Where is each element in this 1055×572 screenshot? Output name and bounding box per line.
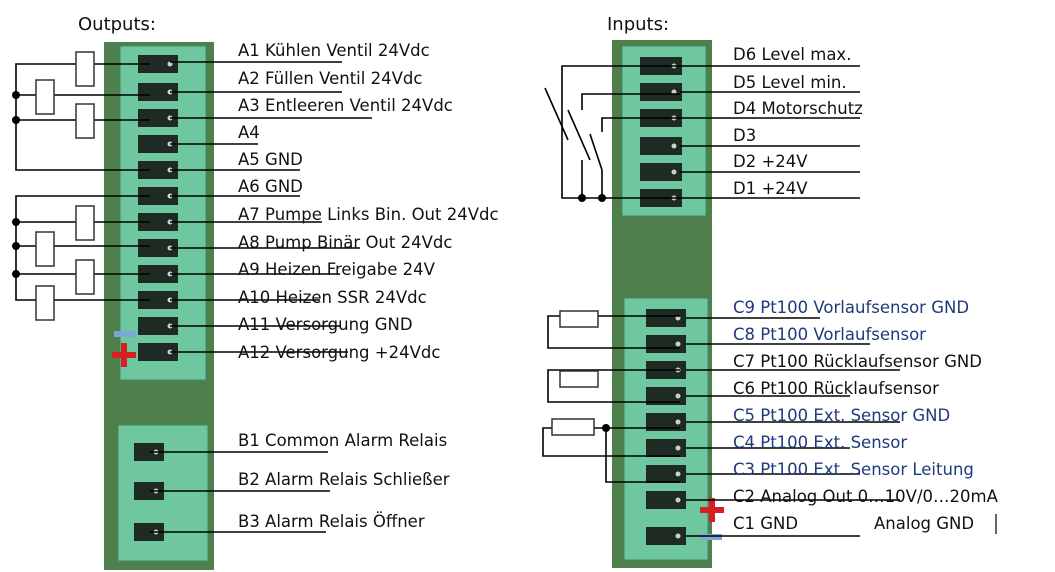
output-label-a4: A4 bbox=[238, 123, 260, 142]
terminal-a-slot-1 bbox=[138, 83, 178, 101]
output-label-a6: A6 GND bbox=[238, 177, 303, 196]
input-label-d5: D5 Level min. bbox=[733, 73, 847, 92]
terminal-a-slot-9 bbox=[138, 291, 178, 309]
minus-marker-analog bbox=[700, 534, 722, 540]
terminal-d-slot-4 bbox=[640, 163, 682, 181]
input-label-c1: C1 GND bbox=[733, 514, 798, 533]
terminal-d-slot-3 bbox=[640, 137, 682, 155]
input-label-c7: C7 Pt100 Rücklaufsensor GND bbox=[733, 352, 982, 371]
coil-a3 bbox=[75, 103, 95, 139]
inputs-wiring bbox=[542, 65, 680, 483]
terminal-a-slot-10 bbox=[138, 317, 178, 335]
terminal-a-slot-2 bbox=[138, 109, 178, 127]
input-label-c8: C8 Pt100 Vorlaufsensor bbox=[733, 325, 926, 344]
terminal-b-slot-2 bbox=[134, 523, 164, 541]
outputs-leader-lines bbox=[150, 61, 372, 533]
terminal-a-slot-11 bbox=[138, 343, 178, 361]
plus-marker-analog bbox=[700, 498, 724, 522]
terminal-c-slot-8 bbox=[646, 527, 686, 545]
outputs-title: Outputs: bbox=[78, 14, 156, 35]
analog-gnd-note: Analog GND bbox=[874, 514, 974, 533]
input-label-d1: D1 +24V bbox=[733, 179, 808, 198]
terminal-c-slot-6 bbox=[646, 465, 686, 483]
terminal-c-slot-5 bbox=[646, 439, 686, 457]
input-label-c3: C3 Pt100 Ext. Sensor Leitung bbox=[733, 460, 974, 479]
relay-label-b2: B2 Alarm Relais Schließer bbox=[238, 470, 450, 489]
pt100-ext bbox=[551, 418, 595, 436]
output-label-a12: A12 Versorgung +24Vdc bbox=[238, 343, 440, 362]
inputs-title: Inputs: bbox=[607, 14, 669, 35]
output-label-a5: A5 GND bbox=[238, 150, 303, 169]
terminal-b-slot-1 bbox=[134, 482, 164, 500]
output-label-a2: A2 Füllen Ventil 24Vdc bbox=[238, 69, 422, 88]
output-label-a11: A11 Versorgung GND bbox=[238, 315, 413, 334]
input-label-c6: C6 Pt100 Rücklaufsensor bbox=[733, 379, 939, 398]
relay-label-b1: B1 Common Alarm Relais bbox=[238, 431, 447, 450]
input-label-c5: C5 Pt100 Ext. Sensor GND bbox=[733, 406, 950, 425]
pt100-vorlauf bbox=[559, 310, 599, 328]
input-label-d3: D3 bbox=[733, 126, 756, 145]
terminal-a-slot-8 bbox=[138, 265, 178, 283]
input-label-d2: D2 +24V bbox=[733, 152, 808, 171]
terminal-a-slot-0 bbox=[138, 55, 178, 73]
relay-labels: B1 Common Alarm Relais B2 Alarm Relais S… bbox=[238, 431, 450, 531]
input-label-c2: C2 Analog Out 0…10V/0…20mA bbox=[733, 487, 999, 506]
coil-a2 bbox=[35, 79, 55, 115]
terminal-c-slot-3 bbox=[646, 387, 686, 405]
inputs-board bbox=[612, 40, 724, 568]
coil-a7 bbox=[75, 205, 95, 241]
terminal-d-slot-1 bbox=[640, 83, 682, 101]
digital-input-labels: D6 Level max. D5 Level min. D4 Motorschu… bbox=[733, 45, 863, 198]
plus-marker bbox=[112, 343, 136, 367]
terminal-c-slot-7 bbox=[646, 491, 686, 509]
terminal-b-slot-0 bbox=[134, 443, 164, 461]
terminal-c-slot-0 bbox=[646, 309, 686, 327]
output-label-a9: A9 Heizen Freigabe 24V bbox=[238, 260, 436, 279]
terminal-a-slot-4 bbox=[138, 161, 178, 179]
output-label-a1: A1 Kühlen Ventil 24Vdc bbox=[238, 41, 430, 60]
coil-a1 bbox=[75, 51, 95, 87]
output-label-a8: A8 Pump Binär Out 24Vdc bbox=[238, 233, 452, 252]
terminal-a-slot-5 bbox=[138, 187, 178, 205]
input-label-c4: C4 Pt100 Ext. Sensor bbox=[733, 433, 907, 452]
minus-marker bbox=[114, 331, 136, 337]
output-label-a7: A7 Pumpe Links Bin. Out 24Vdc bbox=[238, 205, 499, 224]
input-label-d4: D4 Motorschutz bbox=[733, 99, 863, 118]
outputs-board bbox=[104, 42, 214, 570]
relay-label-b3: B3 Alarm Relais Öffner bbox=[238, 512, 425, 531]
terminal-a-slot-3 bbox=[138, 135, 178, 153]
terminal-a-slot-6 bbox=[138, 213, 178, 231]
outputs-wiring bbox=[12, 51, 150, 321]
pt100-ruecklauf bbox=[559, 370, 599, 388]
input-label-d6: D6 Level max. bbox=[733, 45, 851, 64]
coil-a9 bbox=[75, 259, 95, 295]
output-label-a3: A3 Entleeren Ventil 24Vdc bbox=[238, 96, 453, 115]
analog-input-labels: C9 Pt100 Vorlaufsensor GND C8 Pt100 Vorl… bbox=[733, 298, 999, 534]
terminal-a-slot-7 bbox=[138, 239, 178, 257]
outputs-labels: A1 Kühlen Ventil 24Vdc A2 Füllen Ventil … bbox=[238, 41, 499, 362]
inputs-leader-lines bbox=[680, 65, 900, 537]
coil-a10 bbox=[35, 285, 55, 321]
terminal-c-slot-4 bbox=[646, 413, 686, 431]
output-label-a10: A10 Heizen SSR 24Vdc bbox=[238, 288, 427, 307]
coil-a8 bbox=[35, 231, 55, 267]
input-label-c9: C9 Pt100 Vorlaufsensor GND bbox=[733, 298, 969, 317]
